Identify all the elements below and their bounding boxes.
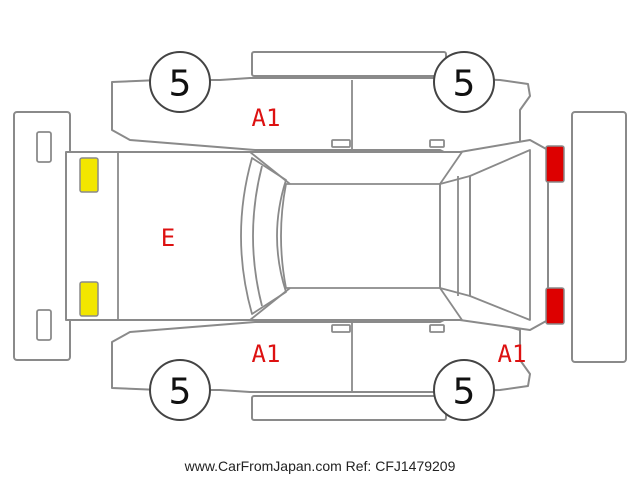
wheel-rear-right-grade: 5	[453, 372, 476, 413]
rear-left-taillamp	[545, 145, 565, 183]
damage-mark-hood: E	[161, 224, 175, 252]
watermark-footer: www.CarFromJapan.com Ref: CFJ1479209	[184, 458, 456, 474]
wheel-front-left: 5	[149, 51, 211, 113]
windshield	[240, 157, 287, 315]
wheel-rear-left: 5	[433, 51, 495, 113]
bottom-side-panel	[111, 311, 531, 393]
damage-mark-bottom-front-door: A1	[252, 340, 281, 368]
rear-right-taillamp	[545, 287, 565, 325]
wheel-rear-right: 5	[433, 359, 495, 421]
front-left-headlamp	[79, 157, 99, 193]
trunk-lid	[469, 149, 531, 321]
top-side-sill	[251, 51, 447, 77]
car-body-top-view	[65, 139, 549, 331]
roof	[280, 183, 441, 289]
front-bumper	[13, 111, 71, 361]
wheel-front-right: 5	[149, 359, 211, 421]
rear-bumper	[571, 111, 627, 363]
damage-mark-bottom-rear: A1	[498, 340, 527, 368]
wheel-rear-left-grade: 5	[453, 64, 476, 105]
wheel-front-right-grade: 5	[169, 372, 192, 413]
wheel-front-left-grade: 5	[169, 64, 192, 105]
bottom-side-sill	[251, 395, 447, 421]
damage-mark-top-front-door: A1	[252, 104, 281, 132]
front-right-headlamp	[79, 281, 99, 317]
